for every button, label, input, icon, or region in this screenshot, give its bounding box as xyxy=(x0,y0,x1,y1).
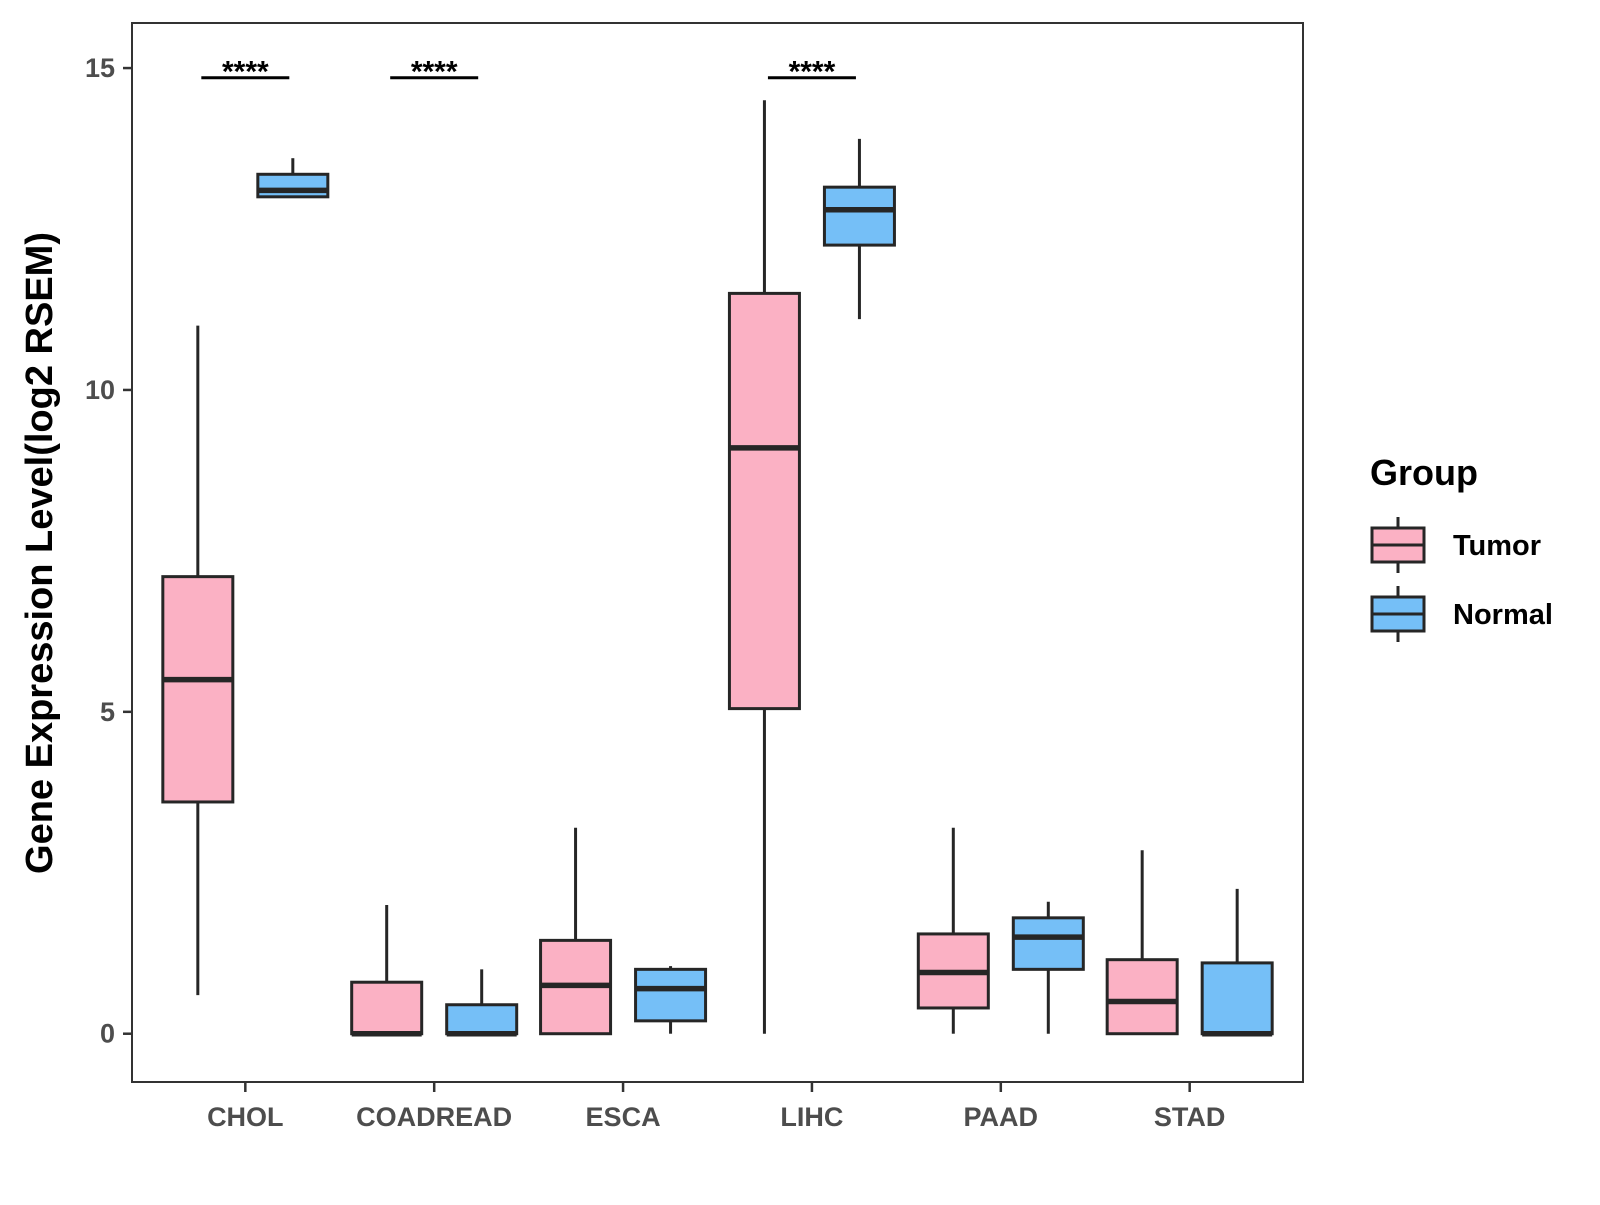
legend-label: Tumor xyxy=(1453,530,1541,562)
box-normal-chol xyxy=(256,158,330,199)
y-tick-label: 10 xyxy=(85,375,115,405)
y-tick-label: 5 xyxy=(100,697,115,727)
legend-title: Group xyxy=(1370,452,1478,493)
box-body xyxy=(161,575,235,804)
box-tumor-lihc xyxy=(727,100,801,1034)
panel-border xyxy=(131,22,1304,1083)
box-body xyxy=(350,980,424,1036)
x-tick-label: LIHC xyxy=(780,1102,843,1132)
legend-item-normal: Normal xyxy=(1370,586,1553,642)
box-tumor-paad xyxy=(916,827,990,1034)
box-body xyxy=(1200,961,1274,1036)
box-tumor-esca xyxy=(539,827,613,1036)
significance-label: **** xyxy=(789,56,836,89)
significance-label: **** xyxy=(411,56,458,89)
x-tick-label: ESCA xyxy=(586,1102,661,1132)
plot-area: **** **** **** xyxy=(161,56,1274,1037)
box-body xyxy=(822,185,896,247)
box-normal-esca xyxy=(634,966,708,1034)
box-body xyxy=(445,1003,519,1036)
box-tumor-stad xyxy=(1105,850,1179,1036)
x-tick-label: STAD xyxy=(1154,1102,1226,1132)
significance-label: **** xyxy=(222,56,269,89)
legend-item-tumor: Tumor xyxy=(1370,517,1541,573)
box-normal-paad xyxy=(1011,901,1085,1034)
box-body xyxy=(256,172,330,199)
box-tumor-chol xyxy=(161,325,235,996)
x-tick-label: COADREAD xyxy=(356,1102,512,1132)
box-normal-stad xyxy=(1200,888,1274,1037)
x-tick-label: PAAD xyxy=(964,1102,1039,1132)
box-body xyxy=(1105,958,1179,1036)
box-tumor-coadread xyxy=(350,904,424,1037)
y-tick-label: 0 xyxy=(100,1019,115,1049)
y-axis-title: Gene Expression Level(log2 RSEM) xyxy=(19,232,61,874)
y-tick-label: 15 xyxy=(85,53,115,83)
box-body xyxy=(634,967,708,1023)
legend-label: Normal xyxy=(1453,599,1553,631)
box-normal-coadread xyxy=(445,969,519,1037)
box-normal-lihc xyxy=(822,138,896,320)
x-tick-label: CHOL xyxy=(207,1102,284,1132)
box-body xyxy=(727,291,801,711)
box-body xyxy=(1011,916,1085,971)
